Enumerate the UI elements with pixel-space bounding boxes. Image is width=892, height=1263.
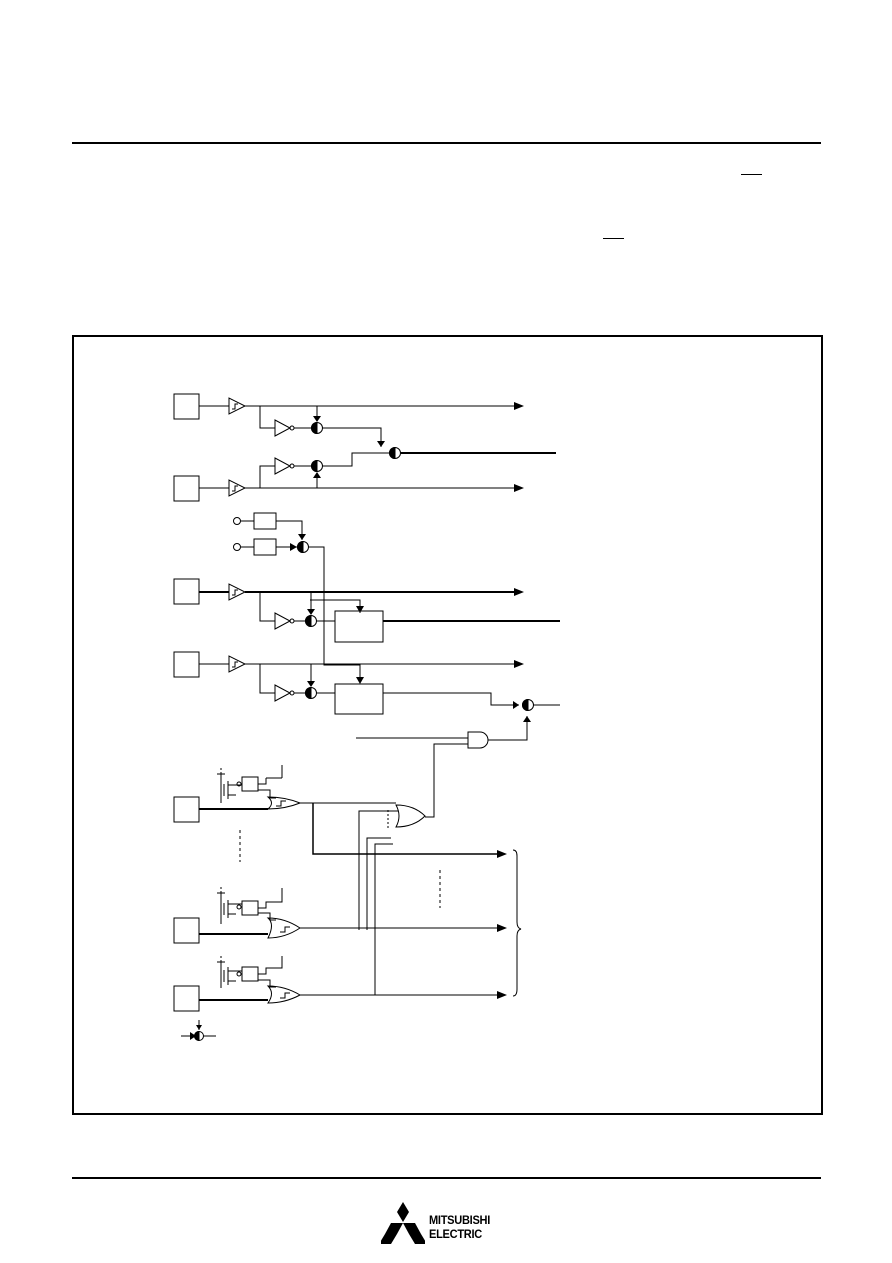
- inverter-2: [274, 457, 295, 475]
- pin-box-7: [173, 985, 200, 1012]
- logic-block-2: [334, 683, 384, 715]
- port-cell-3: [199, 956, 497, 1004]
- pin-box-3: [173, 578, 200, 605]
- select-register-1: [253, 512, 277, 530]
- schmitt-buffer-2: [228, 479, 247, 497]
- inverter-1: [274, 419, 295, 437]
- or-gate: [395, 804, 426, 828]
- overline-mark-1: [741, 174, 762, 175]
- schmitt-buffer-4: [228, 655, 247, 673]
- switch-symbols: [194, 421, 534, 1042]
- footer-rule: [72, 1177, 821, 1179]
- pin-box-4: [173, 651, 200, 678]
- schmitt-buffer-1: [228, 397, 247, 415]
- pin-box-6: [173, 917, 200, 944]
- logic-block-1: [334, 610, 384, 643]
- mitsubishi-electric-logo: MITSUBISHI ELECTRIC: [381, 1201, 513, 1245]
- pin-box-5: [173, 796, 200, 823]
- brace: [512, 849, 522, 997]
- inverter-4: [274, 684, 295, 702]
- select-terminal-1: [233, 517, 241, 525]
- overline-mark-2: [603, 238, 624, 239]
- logo-text-line1: MITSUBISHI: [429, 1213, 491, 1227]
- port-cell-2: [199, 887, 497, 939]
- logo-text-line2: ELECTRIC: [429, 1227, 483, 1241]
- pin-box-1: [173, 393, 200, 420]
- schmitt-buffer-3: [228, 583, 247, 601]
- select-register-2: [253, 538, 277, 556]
- three-diamonds-icon: [381, 1202, 425, 1244]
- figure-frame: [72, 335, 823, 1115]
- and-gate: [467, 731, 489, 749]
- select-terminal-2: [233, 543, 241, 551]
- inverter-3: [274, 612, 295, 630]
- port-cell-1: [199, 765, 302, 810]
- pin-box-2: [173, 475, 200, 502]
- header-rule: [72, 142, 821, 144]
